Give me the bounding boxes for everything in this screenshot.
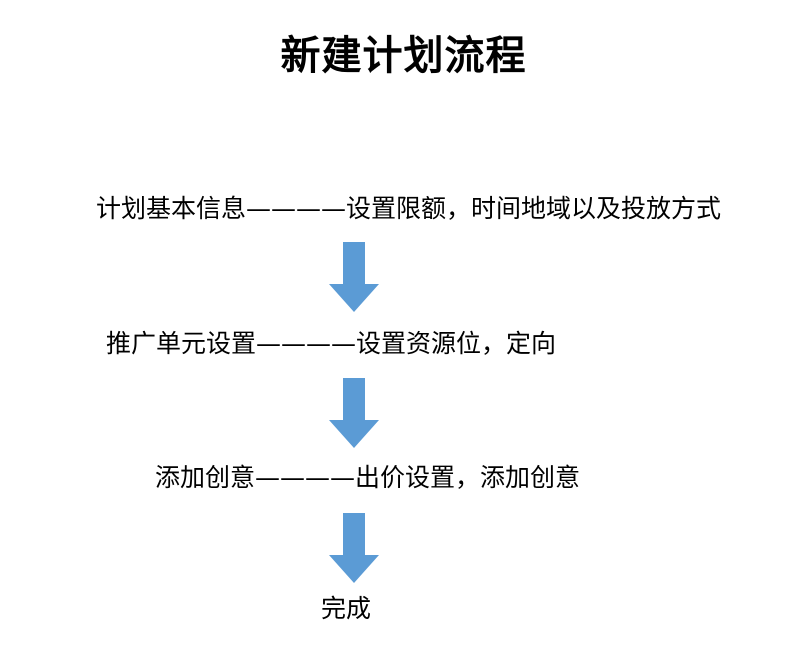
- page-title: 新建计划流程: [280, 33, 527, 79]
- down-arrow-icon: [329, 378, 379, 448]
- flow-step-complete: 完成: [321, 594, 372, 623]
- flow-step-add-creative: 添加创意————出价设置，添加创意: [155, 463, 581, 492]
- down-arrow-icon: [329, 242, 379, 312]
- flow-step-plan-info: 计划基本信息————设置限额，时间地域以及投放方式: [96, 194, 722, 223]
- down-arrow-icon: [329, 513, 379, 583]
- flow-step-unit-settings: 推广单元设置————设置资源位，定向: [106, 329, 557, 358]
